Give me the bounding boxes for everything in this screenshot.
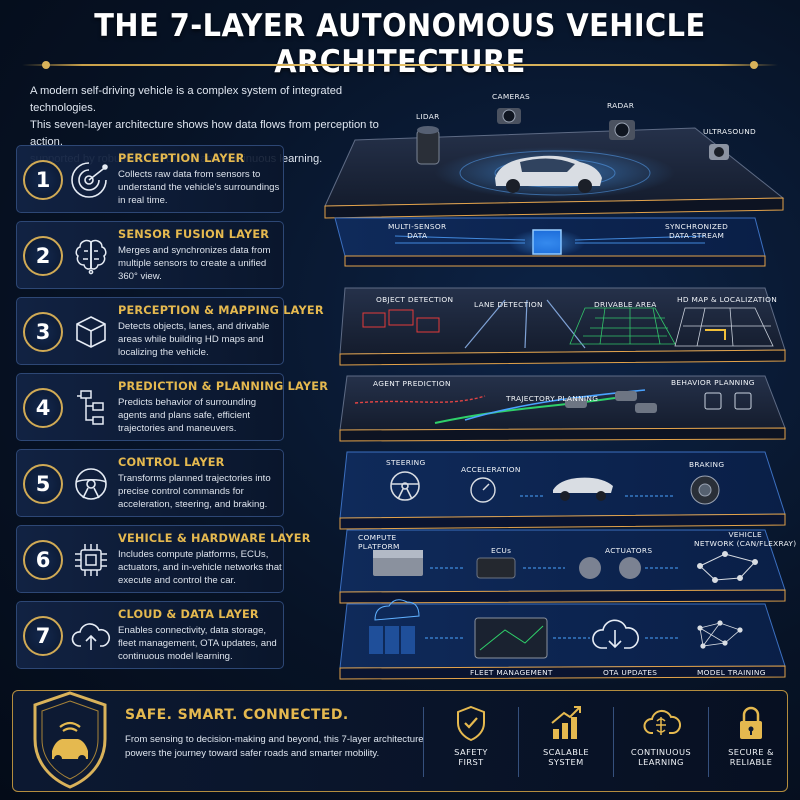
layer-number-badge: 1 [23, 160, 63, 200]
ultrasound-sensor-icon [709, 144, 729, 160]
platform-perception-mapping [339, 287, 786, 366]
radar-sensor-icon [609, 120, 635, 140]
label-drivable-area: DRIVABLE AREA [594, 300, 657, 309]
cube-icon [76, 316, 106, 348]
layer-number-badge: 5 [23, 464, 63, 504]
layer-number-badge: 4 [23, 388, 63, 428]
car-icon [495, 155, 602, 193]
layer-description: Transforms planned trajectories into pre… [118, 473, 271, 510]
camera-sensor-icon [497, 108, 521, 124]
label-hd-map: HD MAP & LOCALIZATION [677, 295, 778, 304]
layer-card-control: 5 CONTROL LAYER Transforms planned traje… [16, 449, 284, 517]
label-steering: STEERING [386, 458, 426, 467]
layer-description: Predicts behavior of surrounding agents … [118, 397, 257, 434]
growth-chart-icon [551, 706, 581, 739]
label-cameras: CAMERAS [492, 92, 530, 101]
layer-description: Enables connectivity, data storage, flee… [118, 625, 277, 662]
cloud-upload-icon [71, 623, 111, 650]
pillar-divider [518, 707, 519, 777]
label-actuators: ACTUATORS [605, 546, 653, 555]
layer-description: Collects raw data from sensors to unders… [118, 169, 280, 206]
layer-title: CONTROL LAYER [118, 456, 225, 469]
layer-title: PERCEPTION LAYER [118, 152, 245, 165]
steering-wheel-icon [75, 468, 107, 500]
shield-check-icon [457, 705, 485, 742]
layer-number-badge: 3 [23, 312, 63, 352]
padlock-icon [740, 706, 762, 739]
label-acceleration: ACCELERATION [461, 465, 521, 474]
label-radar: RADAR [607, 101, 635, 110]
pillar-label: SECURE & RELIABLE [728, 747, 774, 767]
layer-title: PREDICTION & PLANNING LAYER [118, 380, 329, 393]
layer-description: Detects objects, lanes, and drivable are… [118, 321, 270, 358]
footer-title: SAFE. SMART. CONNECTED. [125, 707, 349, 723]
layer-title: PERCEPTION & MAPPING LAYER [118, 304, 324, 317]
label-braking: BRAKING [689, 460, 725, 469]
label-agent-prediction: AGENT PREDICTION [373, 379, 451, 388]
pillar-divider [423, 707, 424, 777]
brain-cloud-icon [643, 709, 681, 735]
layer-number-badge: 6 [23, 540, 63, 580]
platform-sensor-fusion [334, 217, 766, 267]
label-lane-detection: LANE DETECTION [474, 300, 543, 309]
label-ultrasound: ULTRASOUND [703, 127, 757, 136]
label-lidar: LIDAR [416, 112, 440, 121]
brain-circuit-icon [75, 239, 107, 275]
layer-card-cloud-data: 7 CLOUD & DATA LAYER Enables connectivit… [16, 601, 284, 669]
page-title: THE 7-LAYER AUTONOMOUS VEHICLE ARCHITECT… [94, 8, 706, 80]
footer-banner: SAFE. SMART. CONNECTED. From sensing to … [12, 690, 788, 792]
platform-vehicle-hardware [339, 529, 786, 604]
label-sync-stream: SYNCHRONIZED DATA STREAM [665, 222, 729, 240]
layer-description: Includes compute platforms, ECUs, actuat… [118, 549, 282, 586]
layer-card-perception-mapping: 3 PERCEPTION & MAPPING LAYER Detects obj… [16, 297, 324, 365]
car-shield-icon [33, 691, 107, 789]
pillar-divider [708, 707, 709, 777]
pillar-safety: SAFETY FIRST [431, 703, 511, 783]
layer-card-sensor-fusion: 2 SENSOR FUSION LAYER Merges and synchro… [16, 221, 284, 289]
platform-control [339, 451, 786, 530]
layer-card-prediction-planning: 4 PREDICTION & PLANNING LAYER Predicts b… [16, 373, 328, 441]
pillar-label: SCALABLE SYSTEM [543, 747, 589, 767]
label-trajectory-planning: TRAJECTORY PLANNING [506, 394, 599, 403]
label-behavior-planning: BEHAVIOR PLANNING [671, 378, 755, 387]
pillar-scalable: SCALABLE SYSTEM [526, 703, 606, 783]
label-compute-platform: COMPUTE PLATFORM [358, 533, 400, 551]
label-vehicle-network: VEHICLE NETWORK (CAN/FLEXRAY) [694, 530, 797, 548]
layer-title: VEHICLE & HARDWARE LAYER [118, 532, 311, 545]
layer-card-vehicle-hardware: 6 VEHICLE & HARDWARE LAYER Includes comp… [16, 525, 310, 593]
layer-card-perception: 1 PERCEPTION LAYER Collects raw data fro… [16, 145, 284, 213]
label-ota-updates: OTA UPDATES [603, 668, 658, 677]
footer-text: From sensing to decision-making and beyo… [125, 734, 424, 759]
layer-number-badge: 7 [23, 616, 63, 656]
pillar-label: SAFETY FIRST [454, 747, 488, 767]
label-object-detection: OBJECT DETECTION [376, 295, 454, 304]
platform-prediction-planning [339, 375, 786, 442]
label-model-training: MODEL TRAINING [697, 668, 766, 677]
intro-line: A modern self-driving vehicle is a compl… [30, 85, 343, 114]
platform-cloud-data [339, 599, 786, 680]
pillar-learning: CONTINUOUS LEARNING [621, 703, 701, 783]
layer-title: SENSOR FUSION LAYER [118, 228, 270, 241]
title-divider [22, 61, 778, 69]
chip-icon [75, 544, 107, 576]
platform-perception [324, 108, 785, 219]
label-fleet-management: FLEET MANAGEMENT [470, 668, 553, 677]
layer-stack-illustration [324, 108, 786, 680]
pillar-divider [613, 707, 614, 777]
flowchart-icon [77, 390, 104, 425]
label-ecus: ECUs [491, 546, 512, 555]
lidar-sensor-icon [416, 126, 440, 165]
layer-number-badge: 2 [23, 236, 63, 276]
layer-title: CLOUD & DATA LAYER [118, 608, 259, 621]
radar-sweep-icon [71, 162, 108, 198]
label-multi-sensor: MULTI-SENSOR DATA [388, 222, 447, 240]
layer-description: Merges and synchronizes data from multip… [118, 245, 271, 282]
pillar-secure: SECURE & RELIABLE [711, 703, 791, 783]
pillar-label: CONTINUOUS LEARNING [630, 747, 692, 767]
